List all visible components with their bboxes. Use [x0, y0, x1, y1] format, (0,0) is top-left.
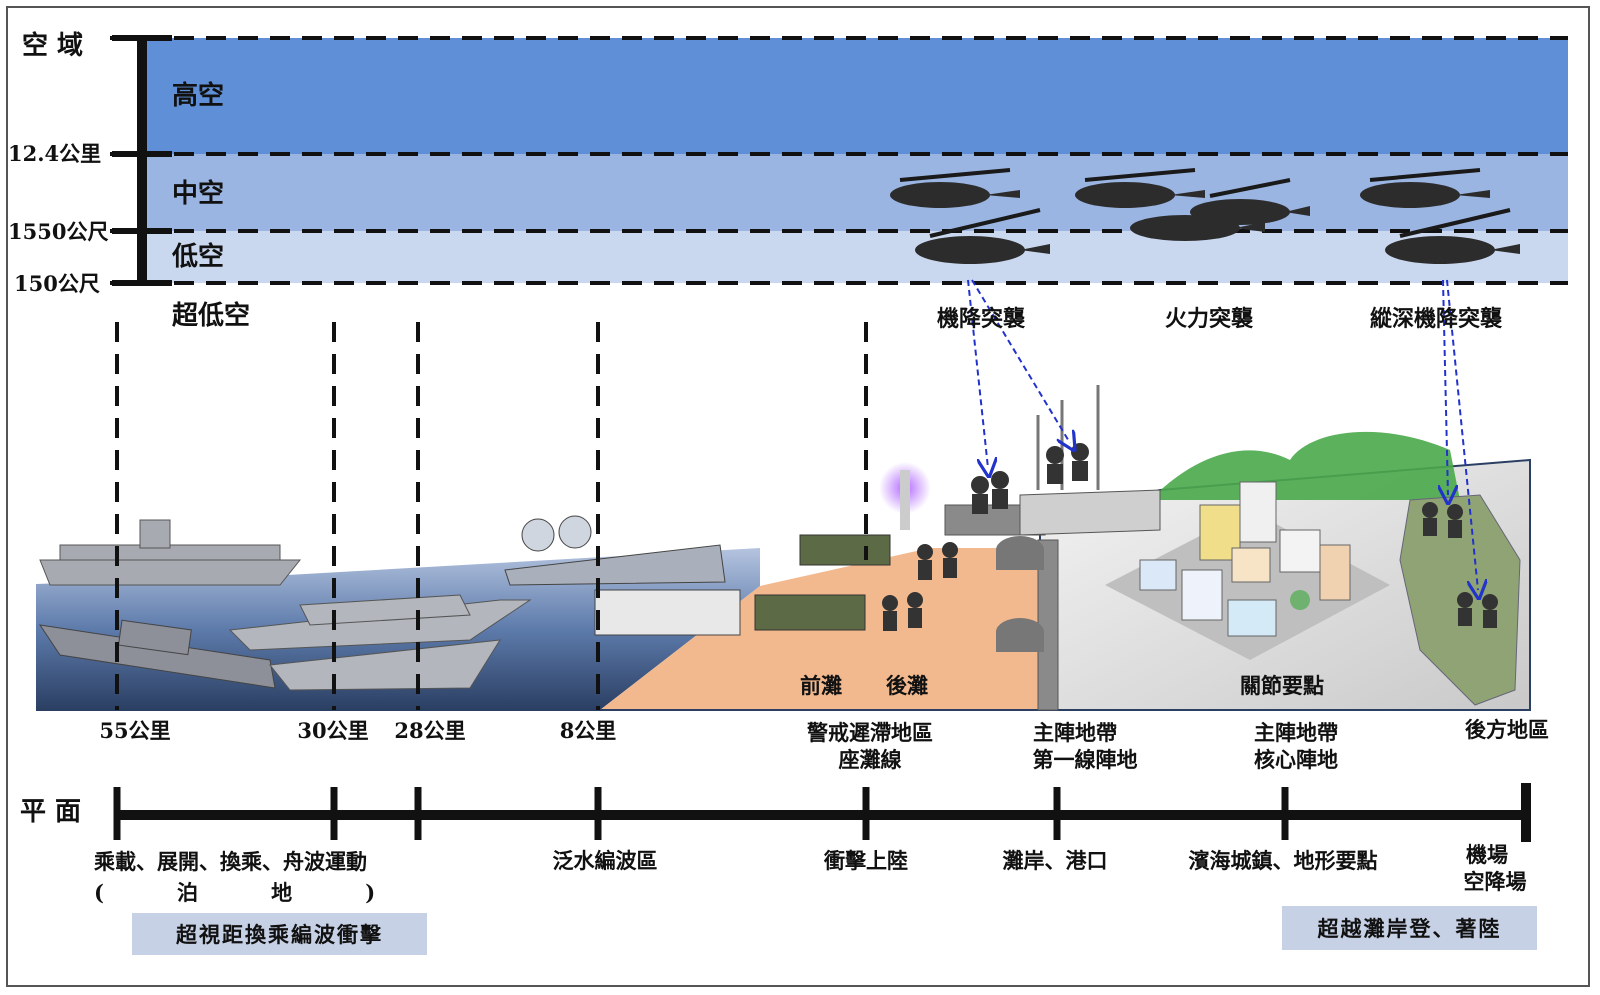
- zone-key-point: 關節要點: [1240, 673, 1324, 698]
- diagram-frame: [6, 6, 1590, 987]
- altitude-150m: 150公尺: [14, 271, 100, 296]
- stage-coastal-towns: 濱海城鎮、地形要點: [1188, 848, 1378, 873]
- altitude-lines: [110, 36, 1568, 285]
- assault-arrows: [967, 279, 1478, 590]
- ship-landing-craft: [228, 594, 532, 691]
- op-fire-raid: 火力突襲: [1165, 306, 1254, 332]
- defense-main-belt-2b: 核心陣地: [1254, 747, 1338, 772]
- distance-lines: [115, 322, 868, 710]
- ship-assault-carrier: [39, 519, 302, 586]
- defense-warning-line-1: 警戒遲滯地區: [807, 720, 933, 745]
- stage-airfield: 機場: [1466, 842, 1508, 867]
- box-over-horizon-assault: 超視距換乘編波衝擊: [132, 913, 427, 955]
- stage-assault-landing: 衝擊上陸: [824, 848, 908, 873]
- port-towers: [996, 536, 1044, 652]
- defense-warning-line-2: 座灘線: [838, 747, 902, 772]
- lighthouse: [900, 470, 910, 530]
- amphibious-vehicles: [754, 534, 891, 631]
- airspace-axis-title: 空 域: [22, 31, 84, 61]
- level-low-label: 低空: [172, 242, 225, 272]
- zone-front-beach: 前灘: [800, 673, 842, 698]
- stage-beach-port: 灘岸、港口: [1002, 848, 1108, 873]
- coastal-town: [1105, 481, 1390, 660]
- stage-anchorage: ( 泊 地 ): [94, 880, 376, 905]
- band-mid: [142, 154, 1568, 231]
- distance-30km: 30公里: [297, 718, 369, 743]
- box-beyond-beach-landing: 超越灘岸登、著陸: [1282, 906, 1537, 950]
- plane-axis-title: 平 面: [20, 797, 82, 827]
- hovercraft: [504, 515, 741, 636]
- altitude-12-4km: 12.4公里: [8, 141, 102, 166]
- zone-back-beach: 後灘: [886, 673, 928, 698]
- green-hills: [1150, 431, 1460, 500]
- band-high: [142, 38, 1568, 154]
- op-heliborne-assault: 機降突襲: [937, 306, 1026, 332]
- level-ultra-low-label: 超低空: [172, 301, 251, 331]
- op-deep-heliborne-assault: 縱深機降突襲: [1370, 306, 1503, 332]
- defense-main-belt-1a: 主陣地帶: [1033, 720, 1117, 745]
- stage-embark: 乘載、展開、換乘、舟波運動: [94, 849, 367, 874]
- level-mid-label: 中空: [172, 179, 225, 209]
- soldier-groups: [882, 443, 1498, 631]
- level-high-label: 高空: [172, 81, 225, 111]
- helicopters: [890, 168, 1520, 264]
- distance-28km: 28公里: [394, 718, 466, 743]
- plane-axis-ticks: [113, 783, 1531, 842]
- defense-main-belt-1b: 第一線陣地: [1032, 747, 1138, 772]
- seawall: [944, 489, 1161, 711]
- defense-rear-area: 後方地區: [1465, 717, 1549, 742]
- distance-8km: 8公里: [559, 718, 617, 743]
- airspace-axis-ticks: [112, 35, 172, 286]
- stage-wave-formation: 泛水編波區: [552, 848, 658, 873]
- stage-drop-zone: 空降場: [1463, 869, 1527, 894]
- defense-main-belt-2a: 主陣地帶: [1254, 720, 1338, 745]
- distance-55km: 55公里: [99, 718, 171, 743]
- altitude-1550m: 1550公尺: [8, 219, 109, 244]
- ship-destroyer: [38, 619, 276, 689]
- band-low: [142, 231, 1568, 283]
